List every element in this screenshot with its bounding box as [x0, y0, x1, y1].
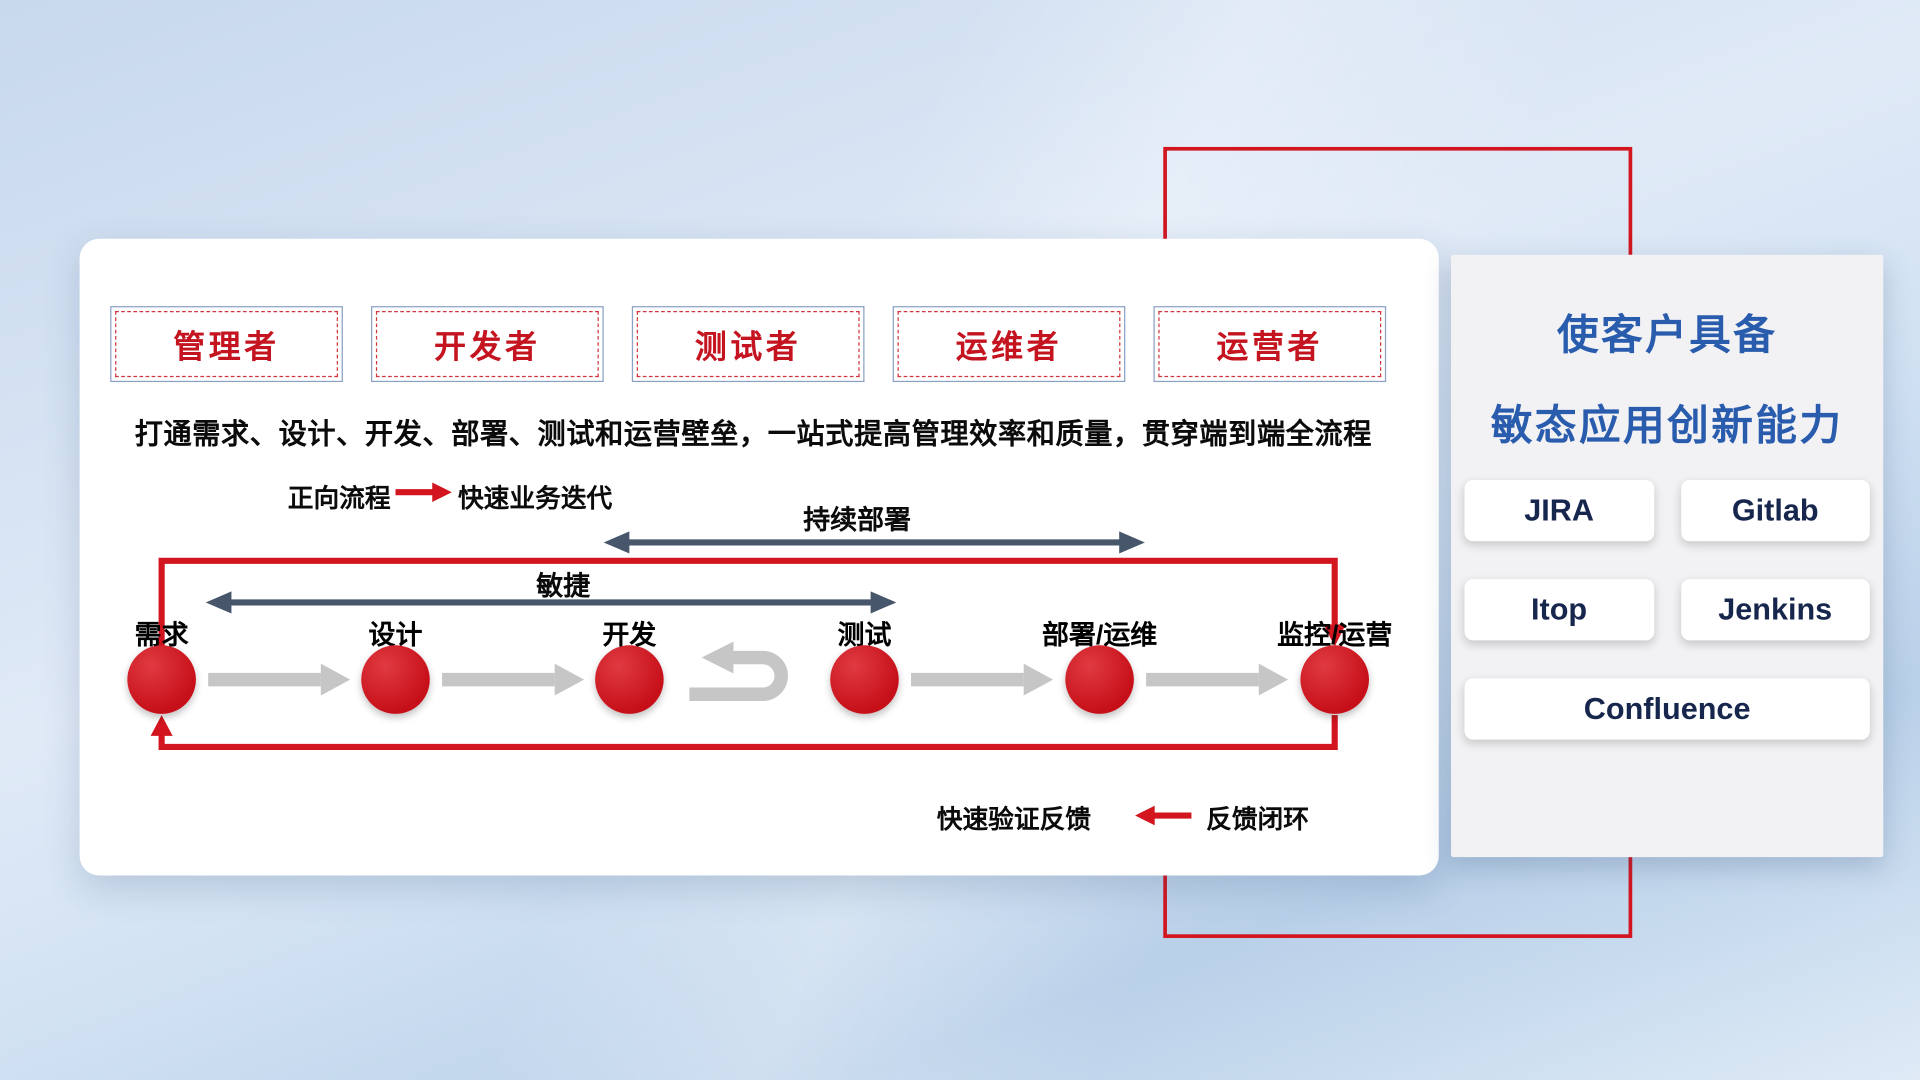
- panel-title-line1: 使客户具备: [1556, 312, 1778, 359]
- continuous-deploy-label: 持续部署: [803, 504, 912, 536]
- stage-label-design: 设计: [368, 619, 423, 651]
- role-label: 开发者: [434, 327, 541, 365]
- role-label: 管理者: [173, 327, 280, 365]
- stage-label-requirements: 需求: [134, 619, 189, 651]
- agile-label: 敏捷: [536, 570, 591, 602]
- stage-label-deploy-ops: 部署/运维: [1041, 619, 1158, 651]
- tool-button-jira: JIRA: [1464, 480, 1654, 542]
- tool-button-jenkins: Jenkins: [1680, 579, 1870, 641]
- stage-node-monitor-operate: [1300, 645, 1369, 714]
- capability-panel: 使客户具备 敏态应用创新能力 JIRA Gitlab Itop Jenkins …: [1451, 254, 1884, 858]
- stage-label-development: 开发: [602, 619, 657, 651]
- legend-forward-arrow-icon: [395, 482, 452, 503]
- stage-arrow: [208, 663, 351, 696]
- role-box-operator: 运营者: [1153, 306, 1387, 383]
- card-subtitle: 打通需求、设计、开发、部署、测试和运营壁垒，一站式提高管理效率和质量，贯穿端到端…: [134, 417, 1373, 450]
- tool-button-confluence: Confluence: [1464, 678, 1870, 740]
- devops-flow-card: 管理者 开发者 测试者 运维者 运营者 打通需求、设计、开发、部署、测试和运营壁…: [79, 238, 1439, 876]
- stage-node-requirements: [127, 645, 196, 714]
- role-box-manager: 管理者: [110, 306, 343, 383]
- role-box-tester: 测试者: [631, 306, 865, 383]
- panel-title-line2: 敏态应用创新能力: [1490, 402, 1844, 450]
- tool-button-gitlab: Gitlab: [1680, 480, 1870, 542]
- feedback-flow-arrow: [150, 715, 1338, 751]
- roles-row: 管理者 开发者 测试者 运维者 运营者: [110, 306, 1387, 383]
- stage-arrow: [1146, 663, 1289, 696]
- stage-node-deploy-ops: [1065, 645, 1134, 714]
- stage-node-development: [595, 645, 664, 714]
- legend-feedback-label: 反馈闭环: [1206, 805, 1309, 834]
- role-label: 测试者: [694, 327, 802, 365]
- stage-node-testing: [830, 645, 899, 714]
- role-label: 运营者: [1216, 327, 1324, 365]
- legend-forward-desc: 快速业务迭代: [457, 484, 613, 514]
- legend-feedback-desc: 快速验证反馈: [936, 805, 1092, 834]
- stage-label-testing: 测试: [837, 619, 892, 651]
- stage-arrow: [911, 663, 1054, 696]
- stage-arrow: [442, 663, 585, 696]
- legend-feedback-arrow-icon: [1135, 805, 1192, 826]
- role-box-ops: 运维者: [892, 306, 1126, 383]
- role-box-developer: 开发者: [371, 306, 604, 383]
- role-label: 运维者: [955, 327, 1063, 365]
- tool-button-itop: Itop: [1464, 579, 1654, 641]
- tools-grid: JIRA Gitlab Itop Jenkins Confluence: [1464, 480, 1870, 740]
- stage-node-design: [361, 645, 430, 714]
- stage-label-monitor-operate: 监控/运营: [1277, 619, 1393, 651]
- legend-forward-label: 正向流程: [287, 484, 391, 514]
